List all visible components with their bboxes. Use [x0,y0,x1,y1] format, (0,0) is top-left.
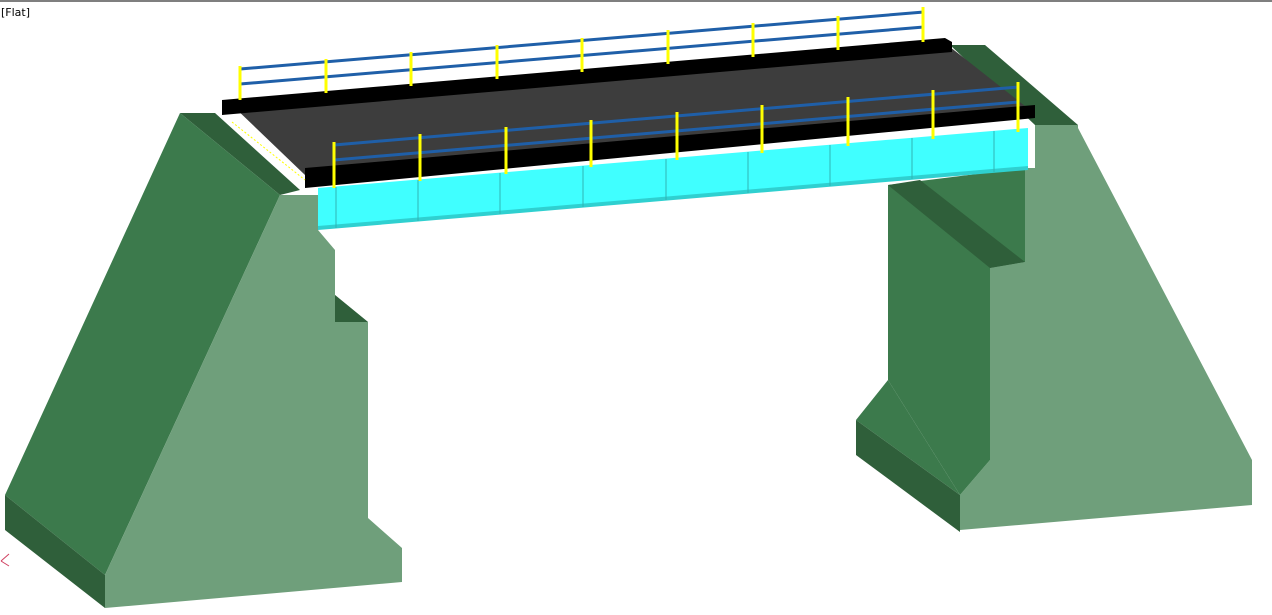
near-railing [332,82,1020,188]
far-curb [222,38,952,115]
axis-cross-icon [0,553,10,567]
deck-end-edge [231,121,306,181]
left-abutment-top-face [180,113,300,195]
right-abutment-base-front [856,420,960,532]
far-railing [238,7,925,100]
right-abutment-inner-shade [888,180,1025,268]
viewport-border [0,0,1272,2]
left-abutment-base-left [5,495,105,608]
left-abutment [5,113,402,608]
right-abutment [856,45,1252,532]
girder-segment-lines [335,131,995,228]
girder-front [318,128,1028,228]
deck-surface [232,43,1030,175]
near-curb [305,105,1035,188]
left-abutment-front [105,195,402,608]
left-abutment-wing-outer [5,113,280,575]
girder-bottom-edge [318,166,1028,230]
right-abutment-base-top [856,380,960,495]
right-abutment-back [960,125,1252,530]
right-abutment-top-face [950,45,1078,125]
view-mode-label[interactable]: [Flat] [1,6,31,19]
bridge-deck [222,38,1035,230]
left-abutment-step [335,295,368,322]
